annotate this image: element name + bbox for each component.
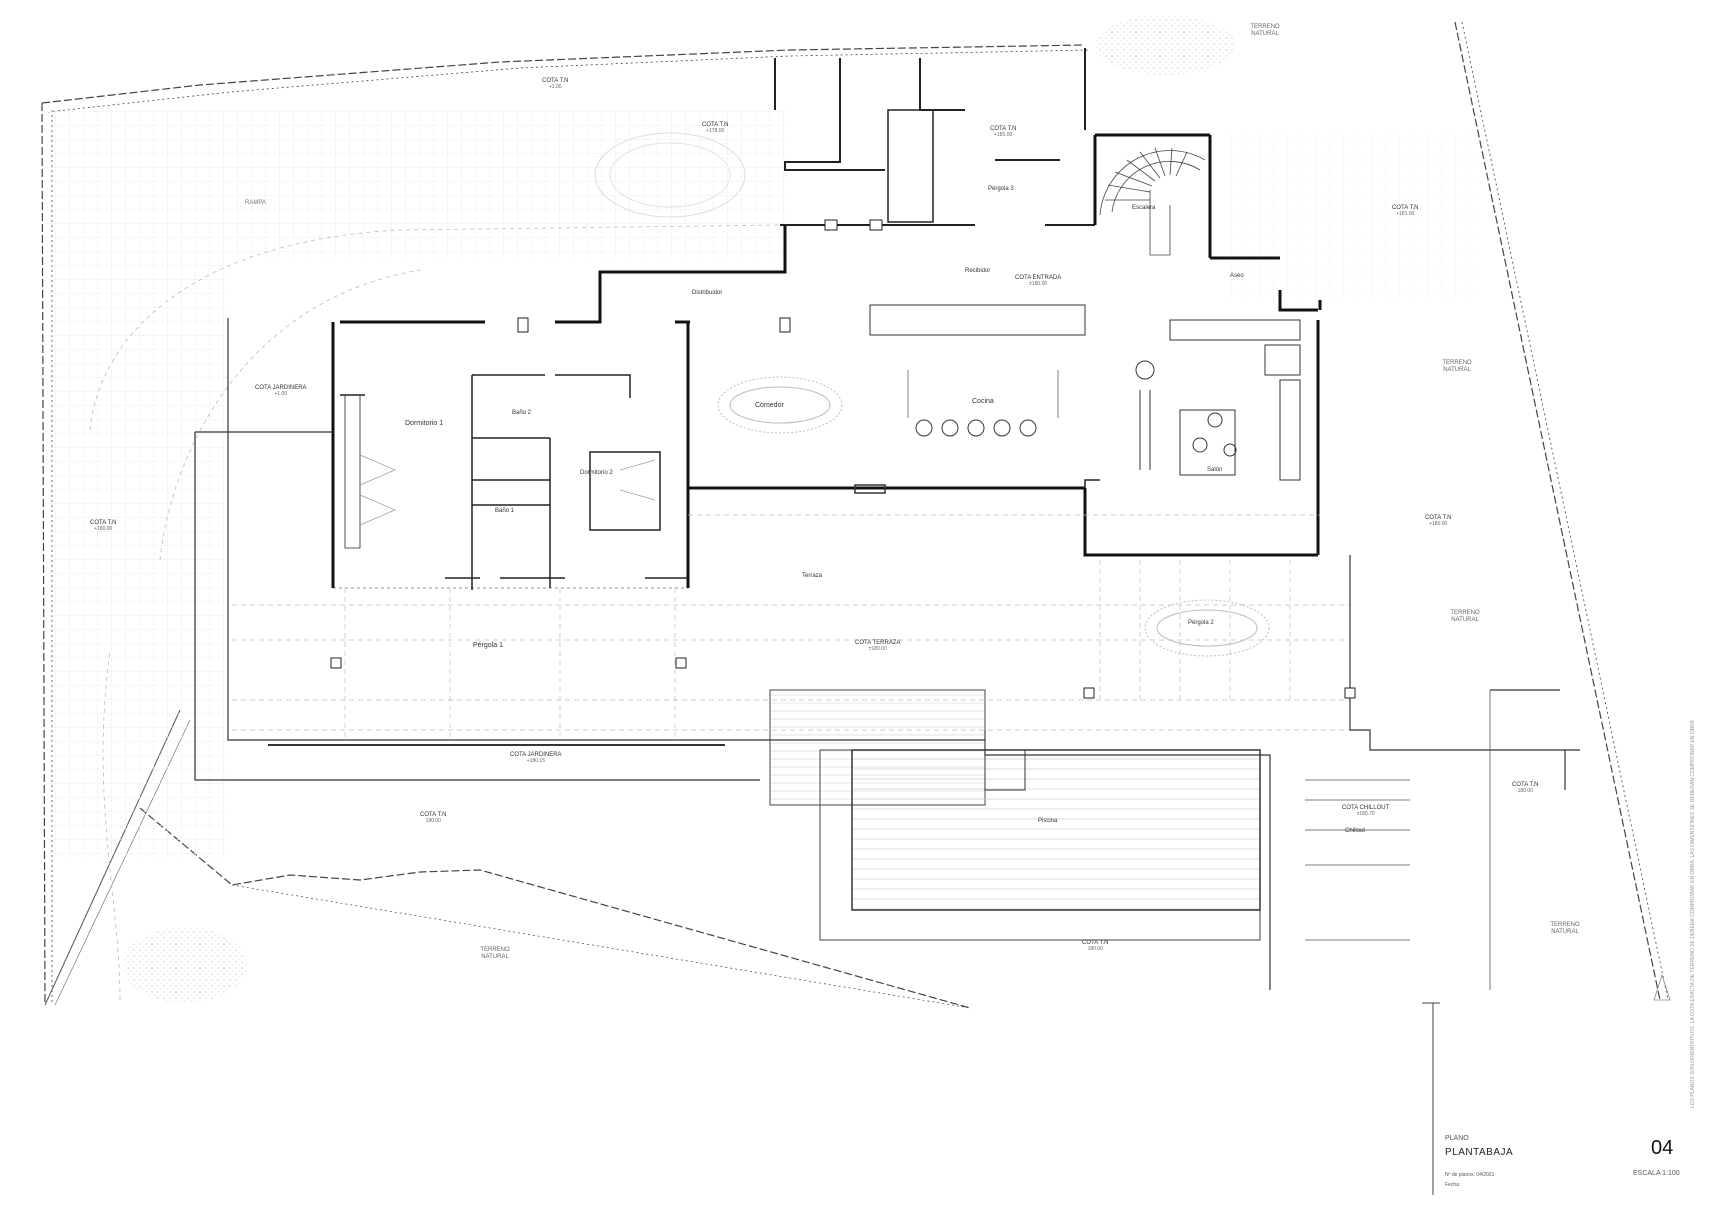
cota-label: COTA JARDINERA (510, 752, 562, 758)
label-dormitorio-1: Dormitorio 1 (405, 420, 444, 427)
cota-jardinera-bottom: COTA JARDINERA +180.15 (510, 752, 562, 764)
label-salon: Salón (1207, 467, 1223, 473)
cota-tn-top-left: COTA T.N +1.00 (542, 78, 568, 90)
cota-value: 180.00 (1517, 787, 1533, 794)
label-escalera: Escalera (1132, 205, 1156, 211)
label-distribuidor: Distribuidor (692, 290, 723, 296)
cota-tn-left: COTA T.N +180.00 (90, 520, 116, 532)
cota-value: ±180.00 (1029, 280, 1048, 287)
cota-value: +180.00 (1429, 520, 1448, 527)
cota-value: +1.00 (274, 390, 288, 397)
cota-label: COTA T.N (1512, 782, 1539, 788)
cota-value: ±180.70 (1356, 810, 1375, 817)
cota-value: +178.00 (706, 127, 725, 134)
notes-line-1: Nº de planos: 04/2021 (1445, 1172, 1495, 1178)
pool-deck (769, 689, 1261, 941)
cota-label: COTA T.N (90, 520, 117, 526)
cota-label: COTA T.N (990, 126, 1017, 132)
cota-label: COTA T.N (1425, 515, 1452, 521)
house-walls (331, 133, 1322, 588)
sheet-name: PLANTABAJA (1445, 1147, 1514, 1158)
cota-label: COTA CHILLOUT (1342, 805, 1390, 811)
terrain-label-top: TERRENO NATURAL (1250, 24, 1280, 37)
label-chillout: Chillout (1345, 828, 1366, 834)
cota-value: +180.00 (94, 525, 113, 532)
cota-tn-right-mid: COTA T.N +180.00 (1425, 515, 1451, 527)
cota-label: COTA T.N (1392, 205, 1419, 211)
cota-tn-right-low: COTA T.N 180.00 (1512, 782, 1538, 794)
cota-value: 180.00 (425, 817, 441, 824)
cota-value: +1.00 (548, 83, 562, 90)
vegetation (123, 15, 1235, 1003)
label-aseo: Aseo (1230, 273, 1244, 279)
kitchen-fixtures (854, 304, 1301, 494)
cota-value: +181.00 (1396, 210, 1415, 217)
label-terraza: Terraza (802, 573, 823, 579)
title-block-frame (1422, 1002, 1440, 1195)
label-comedor: Comedor (755, 402, 784, 409)
title-block: PLANO PLANTABAJA Nº de planos: 04/2021 F… (1433, 1005, 1703, 1197)
label-rampa: RAMPA (245, 200, 266, 206)
cota-value: ±180.00 (868, 645, 887, 652)
label-pergola-1: Pérgola 1 (473, 642, 503, 649)
cota-chillout: COTA CHILLOUT ±180.70 (1342, 805, 1389, 817)
cota-value: +180.00 (994, 131, 1013, 138)
scale-label: ESCALA 1:100 (1633, 1170, 1680, 1177)
terrain-label-right-3: TERRENO NATURAL (1550, 922, 1580, 935)
side-note-1: LOS PLANOS SON ORIENTATIVOS. LA COTA EXA… (1690, 858, 1696, 1108)
cota-label: COTA T.N (1082, 940, 1109, 946)
upper-walls (774, 48, 1095, 226)
label-bano-2: Baño 2 (512, 410, 532, 416)
interior-walls (333, 374, 1100, 590)
cota-terraza: COTA TERRAZA ±180.00 (855, 640, 900, 652)
cota-value: +180.15 (526, 757, 545, 764)
cota-label: COTA ENTRADA (1015, 275, 1062, 281)
north-arrow (1653, 973, 1671, 1001)
cota-tn-pergola3: COTA T.N +180.00 (990, 126, 1016, 138)
label-bano-1: Baño 1 (495, 508, 515, 514)
cota-label: COTA T.N (420, 812, 447, 818)
label-pergola-2: Pérgola 2 (1188, 620, 1214, 626)
ground-hatch (45, 108, 1480, 858)
beds (359, 454, 656, 526)
terrain-label-right-2: TERRENO NATURAL (1450, 610, 1480, 623)
cota-tn-bottom-left: COTA T.N 180.00 (420, 812, 446, 824)
spiral-stair (1099, 147, 1206, 256)
label-recibidor: Recibidor (965, 268, 991, 274)
cota-tn-pool: COTA T.N 180.00 (1082, 940, 1108, 952)
chillout-steps (1305, 690, 1491, 990)
cota-label: COTA TERRAZA (855, 640, 901, 646)
dining-tables (717, 376, 1270, 657)
ramp-curves (89, 224, 781, 1001)
label-pergola-3: Pérgola 3 (988, 186, 1014, 192)
notes-line-2: Fecha: (1445, 1182, 1461, 1188)
cota-label: COTA T.N (542, 78, 569, 84)
cota-jardinera-left: COTA JARDINERA +1.00 (255, 385, 307, 397)
label-cocina: Cocina (972, 398, 994, 405)
sheet-title-label: PLANO (1445, 1135, 1469, 1142)
side-note-2: LAS DIMENSIONES SE DEBERAN COMPROBAR EN … (1690, 720, 1696, 858)
label-dormitorio-2: Dormitorio 2 (580, 470, 613, 476)
cota-tn-right-top: COTA T.N +181.00 (1392, 205, 1418, 217)
terrain-label-bottom: TERRENO NATURAL (480, 947, 510, 960)
terrain-label-right-1: TERRENO NATURAL (1442, 360, 1472, 373)
cota-entrada: COTA ENTRADA ±180.00 (1015, 275, 1061, 287)
cota-label: COTA T.N (702, 122, 729, 128)
sheet-number: 04 (1651, 1137, 1674, 1159)
label-piscina: Piscina (1038, 818, 1058, 824)
cota-value: 180.00 (1087, 945, 1103, 952)
cota-tn-parking: COTA T.N +178.00 (702, 122, 728, 134)
cota-label: COTA JARDINERA (255, 385, 307, 391)
pergola-posts (330, 219, 1356, 699)
side-notes: LOS PLANOS SON ORIENTATIVOS. LA COTA EXA… (1690, 720, 1710, 1108)
